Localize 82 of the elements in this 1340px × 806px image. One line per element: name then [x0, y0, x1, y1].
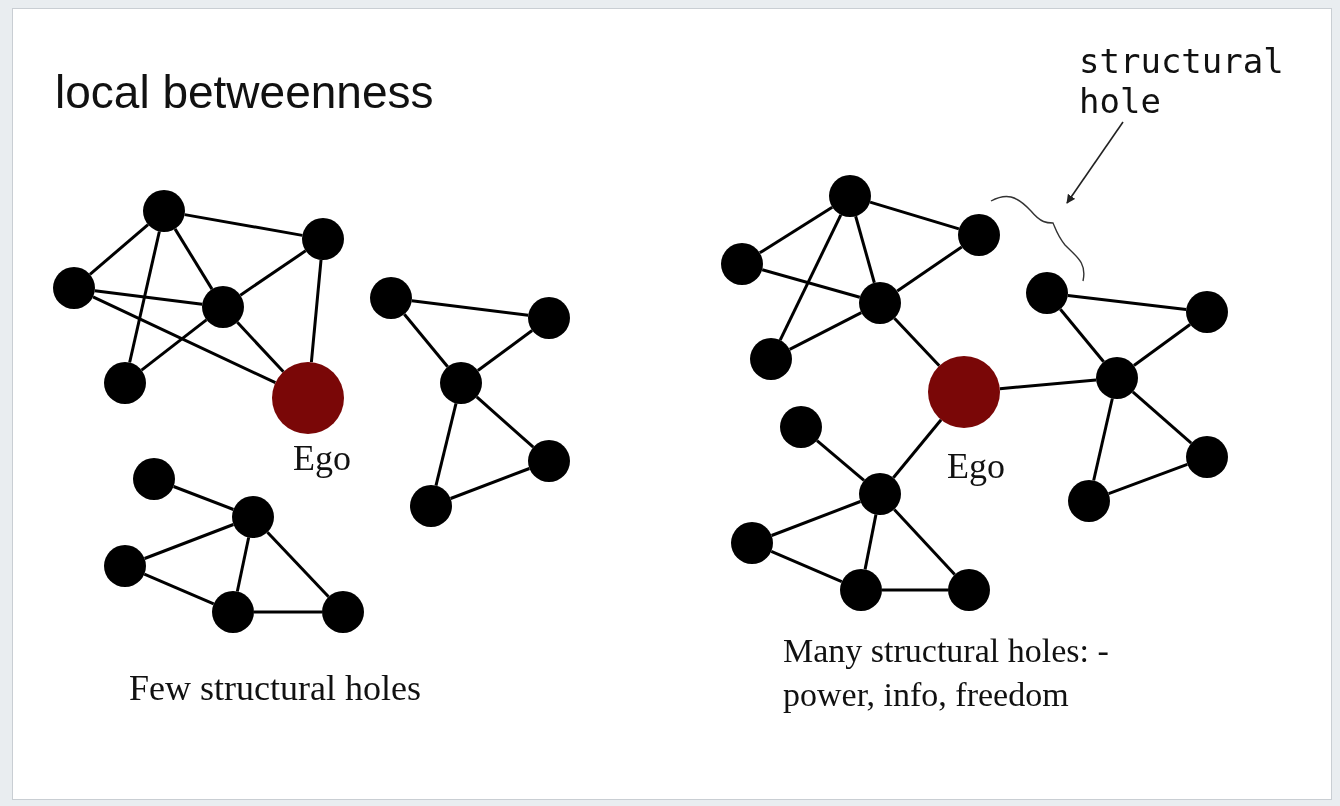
network-node — [212, 591, 254, 633]
network-link — [475, 395, 535, 449]
network-node — [1096, 357, 1138, 399]
network-link — [863, 514, 878, 570]
network-link — [816, 439, 865, 482]
network-link — [1059, 308, 1105, 363]
network-node — [780, 406, 822, 448]
network-link — [411, 299, 529, 317]
network-link — [761, 268, 861, 299]
network-link — [173, 228, 214, 290]
network-node — [731, 522, 773, 564]
network-link — [89, 223, 149, 276]
leader-arrow — [1066, 121, 1124, 204]
caption-text: Few structural holes — [129, 667, 421, 710]
network-node — [1186, 436, 1228, 478]
annotation-text: structural hole — [1079, 41, 1319, 121]
network-link — [235, 537, 251, 592]
network-node — [840, 569, 882, 611]
diagram-title: local betweenness — [55, 65, 434, 119]
node-caption: Ego — [947, 445, 1005, 487]
network-link — [771, 500, 861, 537]
network-link — [128, 231, 161, 363]
network-node — [1186, 291, 1228, 333]
network-node — [721, 243, 763, 285]
network-node — [302, 218, 344, 260]
network-node — [232, 496, 274, 538]
network-link — [869, 200, 960, 231]
network-link — [1108, 462, 1188, 496]
network-link — [882, 588, 948, 592]
network-node — [104, 545, 146, 587]
node-caption: Ego — [293, 437, 351, 479]
network-link — [896, 245, 963, 293]
network-link — [770, 549, 843, 584]
network-node — [133, 458, 175, 500]
network-link — [184, 213, 303, 237]
network-link — [758, 205, 834, 255]
network-node — [370, 277, 412, 319]
network-node — [104, 362, 146, 404]
network-link — [144, 523, 234, 560]
network-link — [239, 249, 307, 297]
network-node — [750, 338, 792, 380]
network-node — [528, 440, 570, 482]
network-link — [143, 572, 215, 606]
network-node — [53, 267, 95, 309]
network-link — [434, 403, 458, 486]
network-link — [892, 418, 943, 479]
network-link — [778, 214, 843, 341]
network-link — [92, 295, 277, 385]
network-link — [450, 467, 530, 500]
network-node — [410, 485, 452, 527]
network-link — [266, 531, 330, 598]
network-node — [948, 569, 990, 611]
network-node — [859, 473, 901, 515]
network-link — [309, 259, 323, 363]
network-link — [854, 215, 876, 284]
network-link — [403, 313, 449, 368]
network-link — [1067, 294, 1187, 311]
network-link — [254, 610, 322, 614]
network-link — [236, 321, 285, 373]
network-link — [1131, 390, 1193, 445]
network-node — [202, 286, 244, 328]
network-node — [1026, 272, 1068, 314]
network-link — [477, 329, 533, 372]
network-node — [859, 282, 901, 324]
network-node — [440, 362, 482, 404]
caption-text: Many structural holes: - power, info, freedom — [783, 631, 1110, 715]
network-node — [1068, 480, 1110, 522]
network-node — [528, 297, 570, 339]
network-link — [1133, 323, 1191, 367]
network-link — [789, 311, 862, 351]
network-node — [143, 190, 185, 232]
network-link — [140, 318, 208, 372]
network-link — [999, 378, 1097, 391]
network-link — [893, 508, 956, 576]
network-node — [829, 175, 871, 217]
network-link — [94, 289, 203, 306]
network-node — [958, 214, 1000, 256]
network-link — [893, 317, 941, 367]
ego-node — [928, 356, 1000, 428]
network-link — [1092, 398, 1114, 481]
network-link — [173, 485, 234, 511]
network-node — [322, 591, 364, 633]
